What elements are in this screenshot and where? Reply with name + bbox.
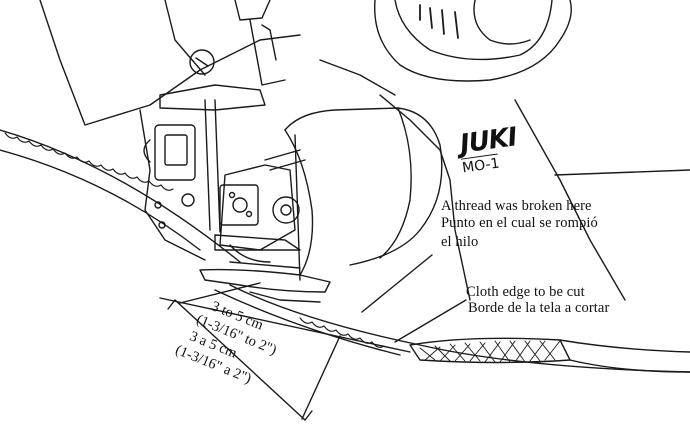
cloth-edge-label-es: Borde de la tela a cortar: [468, 300, 610, 316]
cloth-edge-leader: [394, 299, 467, 343]
cloth-strip: [0, 129, 690, 373]
thread-break-leader: [361, 254, 433, 313]
cutter-housing: [284, 107, 443, 266]
thread-broken-label-en: A thread was broken here: [441, 198, 592, 214]
machine-body-outline: [39, 0, 301, 126]
presser-foot-assembly: [159, 84, 266, 111]
dimension-line: [159, 297, 411, 353]
thread-broken-label-es-cont: el hilo: [441, 234, 479, 250]
handwheel-outline: [374, 0, 572, 82]
thread-broken-label-es: Punto en el cual se rompió: [441, 215, 598, 231]
cloth-edge-label-en: Cloth edge to be cut: [466, 284, 585, 300]
overlock-stitch-edge: [4, 132, 174, 191]
screw-head-icon: [189, 49, 215, 75]
